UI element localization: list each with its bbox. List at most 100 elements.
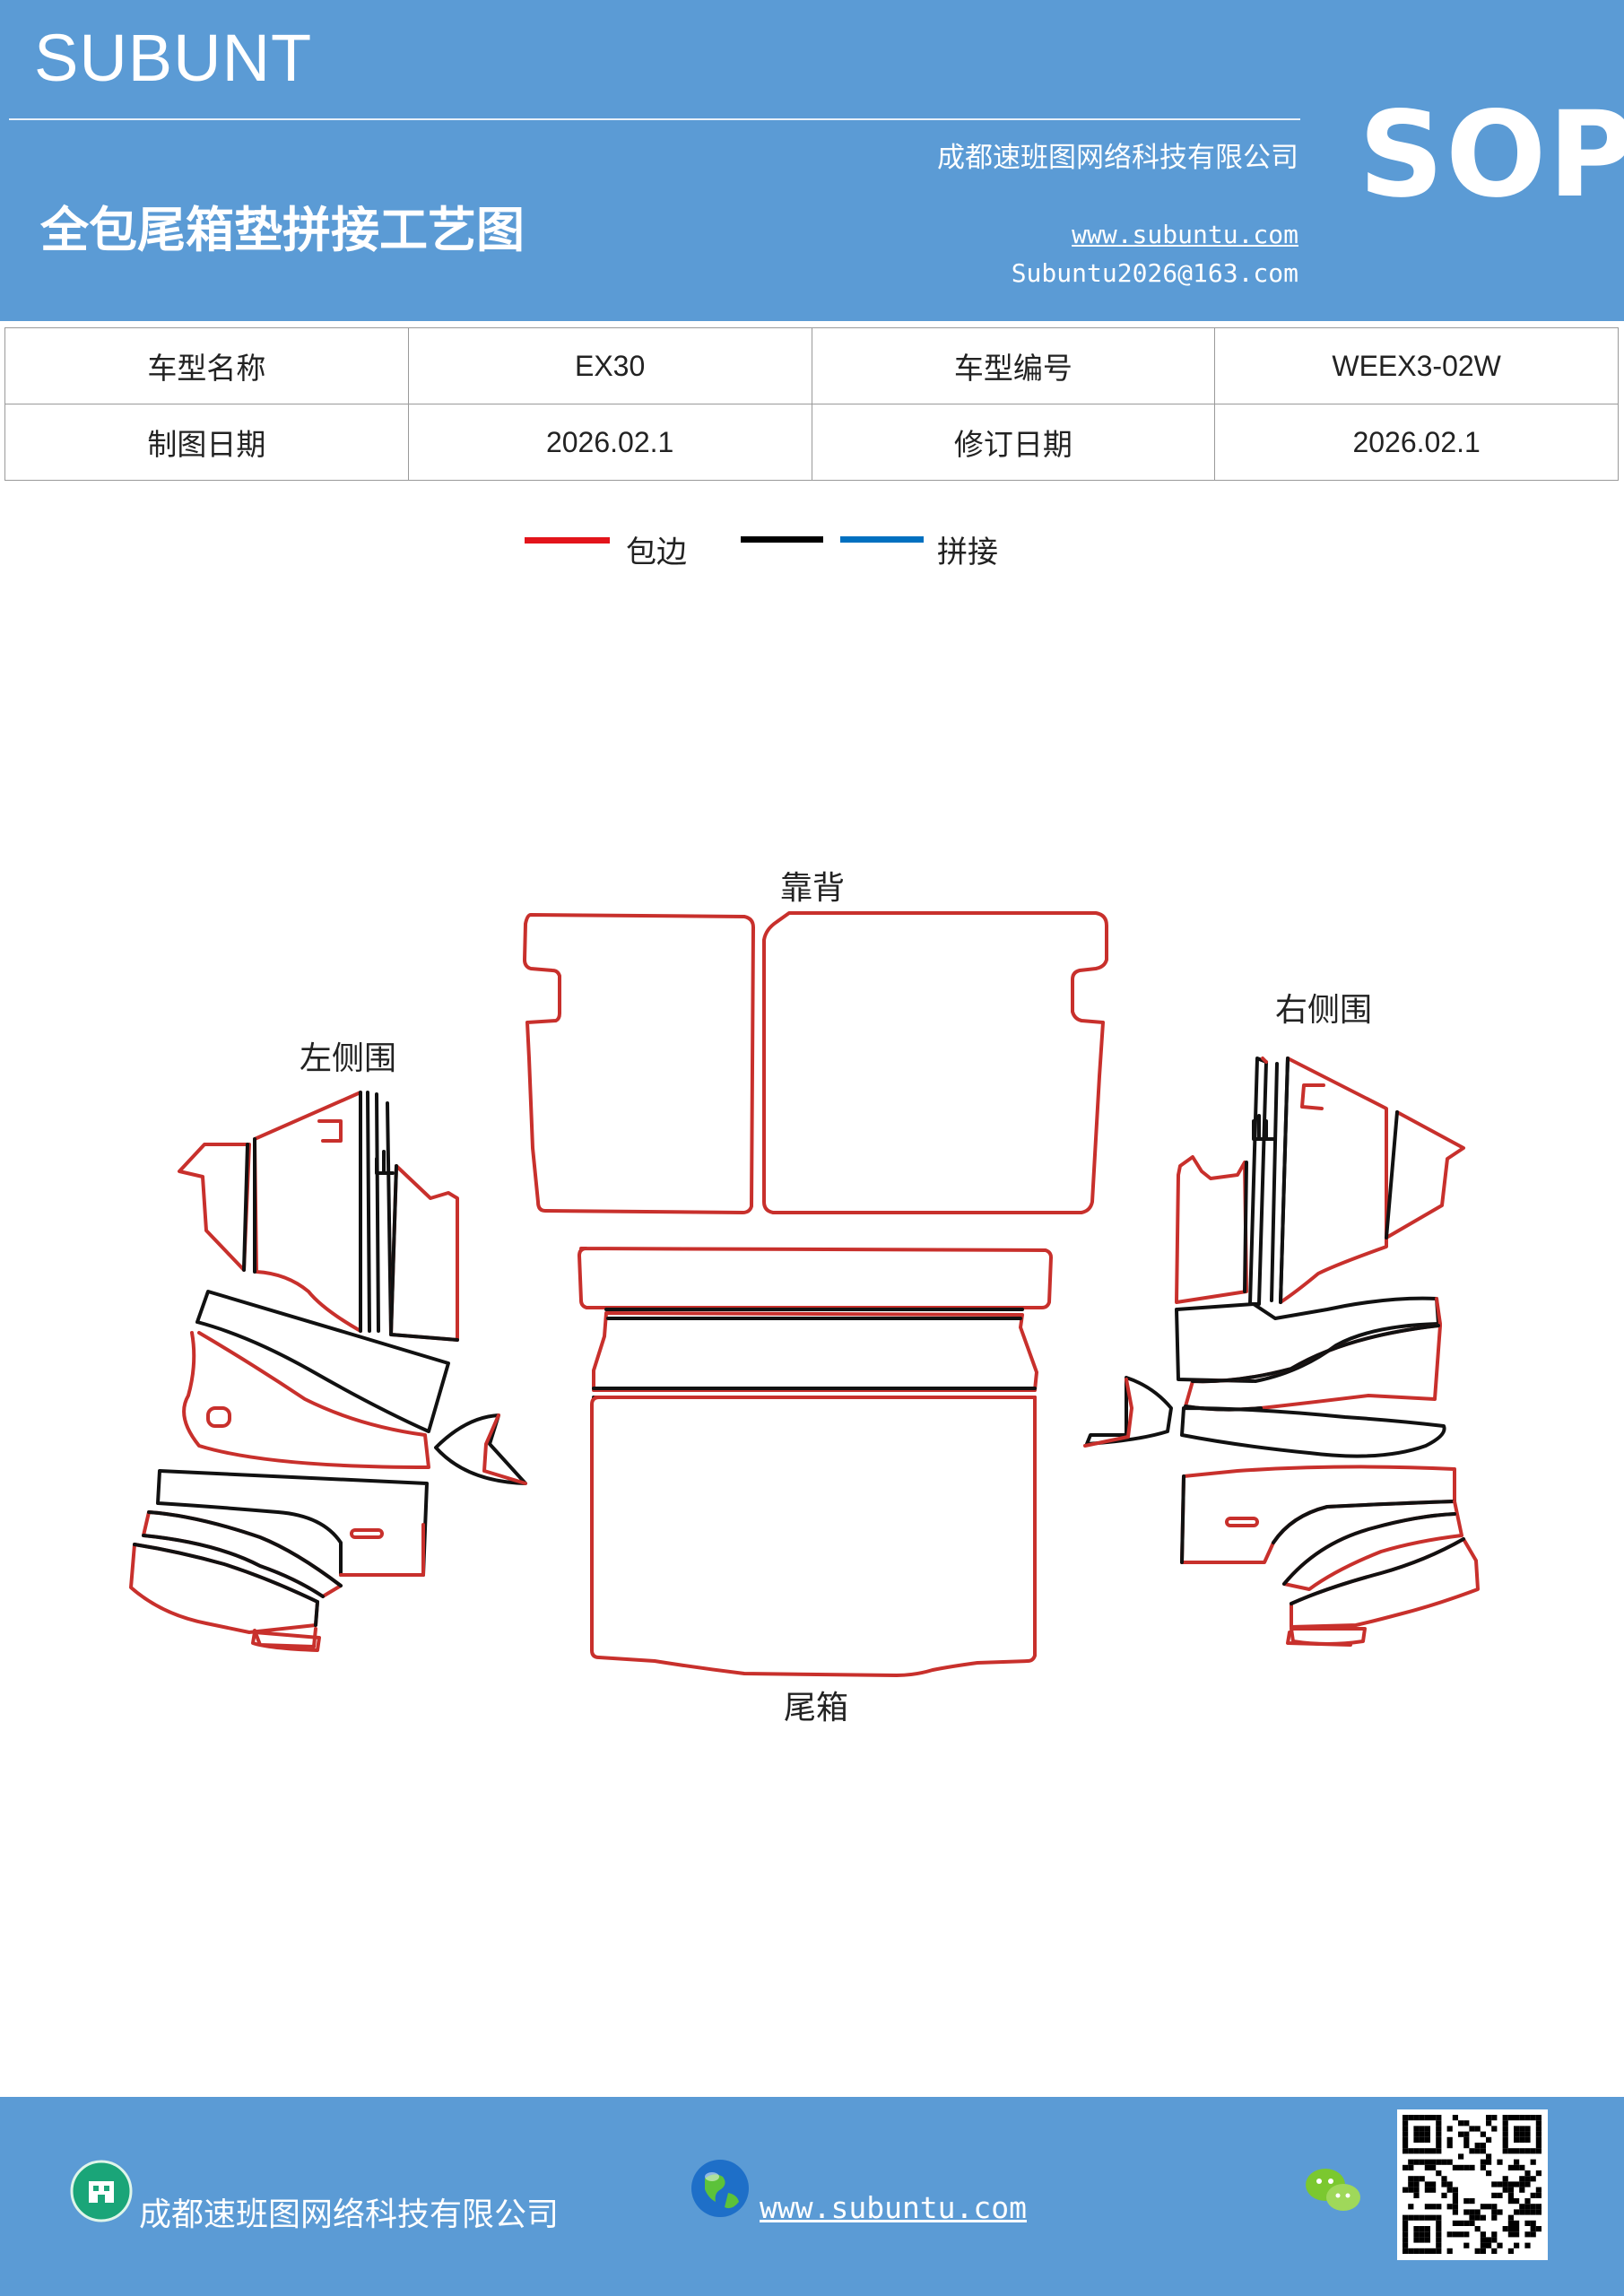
table-row: 车型名称 EX30 车型编号 WEEX3-02W [4,327,1619,404]
qr-module [1424,2214,1430,2221]
left-side-slot [206,1406,231,1428]
header-company: 成都速班图网络科技有限公司 [937,142,1298,174]
header-website-link[interactable]: www.subuntu.com [1072,220,1298,249]
brand-name: SUBUNT [34,21,313,95]
qr-module [1413,2237,1420,2243]
legend-swatch-black [741,536,823,543]
left-side-piece [156,1469,429,1577]
qr-module [1491,2237,1498,2243]
left-side-piece [182,1331,430,1469]
left-side-piece [195,1290,450,1433]
qr-module [1403,2131,1409,2137]
qr-module [1491,2248,1498,2254]
left-side-slot [350,1528,384,1539]
qr-module [1408,2176,1414,2182]
qr-module [1535,2143,1541,2149]
qr-module [1502,2181,1508,2187]
qr-module [1535,2126,1541,2132]
qr-module [1507,2187,1514,2193]
qr-module [1408,2248,1414,2254]
right-side-detail [1300,1083,1325,1110]
qr-module [1535,2187,1541,2193]
qr-module [1430,2214,1437,2221]
qr-module [1486,2170,1492,2177]
qr-module [1452,2187,1458,2193]
qr-module [1436,2115,1442,2121]
qr-module [1474,2226,1481,2232]
qr-module [1436,2214,1442,2221]
qr-module [1403,2164,1409,2170]
qr-module [1446,2187,1453,2193]
qr-module [1535,2226,1541,2232]
qr-module [1486,2153,1492,2160]
qr-module [1436,2143,1442,2149]
qr-module [1524,2231,1531,2238]
qr-module [1514,2148,1520,2154]
qr-module [1469,2209,1475,2215]
qr-module [1480,2231,1486,2238]
right-side-piece [1279,1057,1290,1304]
qr-module [1403,2126,1409,2132]
right-side-piece [1248,1057,1268,1306]
qr-module [1458,2231,1464,2238]
qr-module [1436,2242,1442,2248]
qr-module [1486,2120,1492,2126]
qr-module [1424,2248,1430,2254]
qr-module [1446,2143,1453,2149]
qr-module [1497,2242,1503,2248]
qr-module [1430,2115,1437,2121]
footer-website-link[interactable]: www.subuntu.com [760,2190,1028,2225]
qr-module [1463,2198,1470,2205]
qr-module [1530,2209,1536,2215]
qr-module [1530,2231,1536,2238]
qr-module [1408,2148,1414,2154]
qr-module [1413,2181,1420,2187]
qr-code [1397,2109,1548,2260]
qr-module [1403,2136,1409,2143]
qr-module [1441,2192,1447,2198]
right-side-piece [1286,1631,1352,1647]
qr-module [1403,2115,1409,2121]
qr-module [1535,2115,1541,2121]
right-side-piece [1243,1161,1248,1293]
qr-module [1507,2248,1514,2254]
table-label-cell: 车型编号 [811,327,1216,404]
trunk-floor-panel [590,1396,1037,1677]
backrest-right-panel [762,911,1108,1214]
qr-module [1436,2148,1442,2154]
qr-module [1507,2148,1514,2154]
left-side-piece [253,1091,362,1333]
qr-module [1469,2214,1475,2221]
qr-module [1530,2176,1536,2182]
qr-module [1419,2237,1425,2243]
qr-module [1463,2131,1470,2137]
qr-module [1530,2220,1536,2226]
qr-module [1403,2148,1409,2154]
qr-module [1514,2181,1520,2187]
qr-module [1507,2220,1514,2226]
qr-module [1436,2170,1442,2177]
qr-module [1424,2131,1430,2137]
qr-module [1491,2192,1498,2198]
qr-module [1535,2204,1541,2210]
qr-module [1419,2136,1425,2143]
qr-module [1507,2181,1514,2187]
qr-module [1491,2214,1498,2221]
qr-module [1524,2220,1531,2226]
qr-module [1507,2214,1514,2221]
legend-label-edge: 包边 [626,535,687,570]
qr-module [1408,2181,1414,2187]
table-label-cell: 制图日期 [4,404,409,481]
qr-module [1486,2204,1492,2210]
document-title: 全包尾箱垫拼接工艺图 [40,202,525,258]
qr-module [1424,2237,1430,2243]
qr-module [1474,2148,1481,2154]
qr-module [1524,2204,1531,2210]
qr-module [1463,2120,1470,2126]
qr-module [1446,2248,1453,2254]
qr-module [1486,2242,1492,2248]
qr-module [1413,2248,1420,2254]
qr-module [1535,2170,1541,2177]
qr-module [1452,2220,1458,2226]
legend-swatch-edge [525,537,610,544]
